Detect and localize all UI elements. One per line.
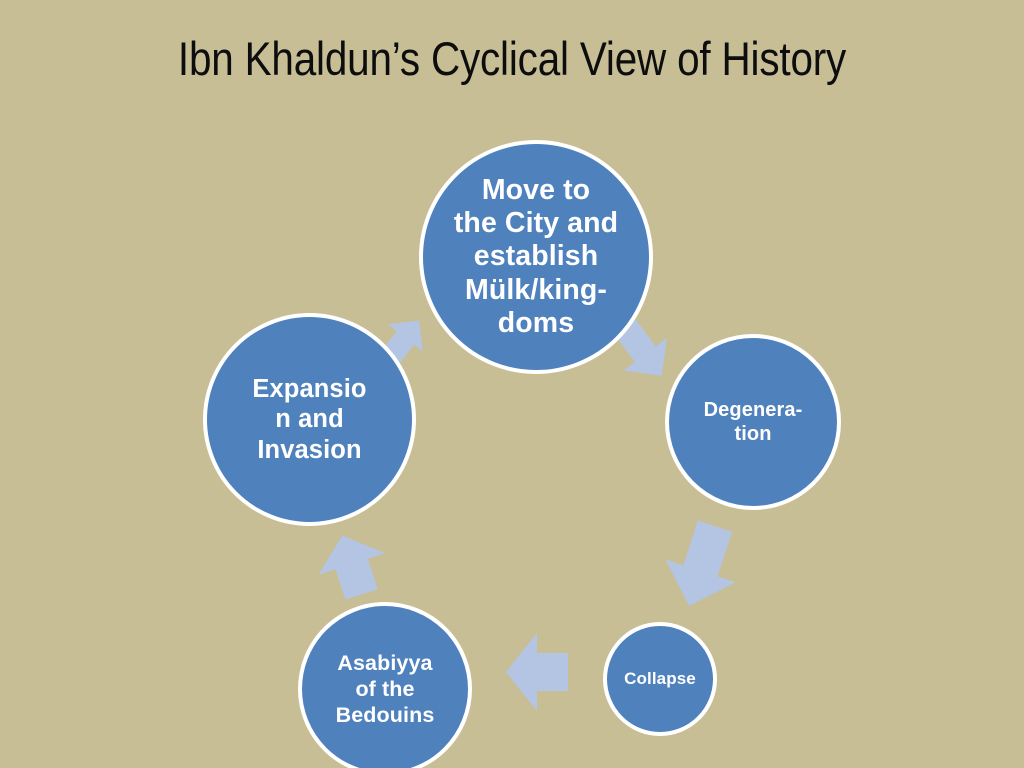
arrow-asabiyya-to-expansion-icon (309, 525, 395, 606)
cycle-node-degeneration-label: Degenera- tion (703, 399, 803, 445)
cycle-node-expansion-label: Expansio n and Invasion (252, 374, 367, 464)
cycle-node-asabiyya[interactable]: Asabiyya of the Bedouins (298, 602, 472, 768)
cycle-node-collapse-label: Collapse (624, 669, 696, 689)
cycle-node-expansion[interactable]: Expansio n and Invasion (203, 313, 416, 526)
cycle-node-collapse[interactable]: Collapse (603, 622, 717, 736)
page-title: Ibn Khaldun’s Cyclical View of History (177, 32, 847, 85)
arrow-degeneration-to-collapse-icon (654, 515, 750, 618)
cycle-node-asabiyya-label: Asabiyya of the Bedouins (335, 650, 435, 728)
arrow-city-to-degeneration-icon (603, 310, 683, 392)
arrow-collapse-to-asabiyya-icon (506, 633, 568, 711)
cycle-node-degeneration[interactable]: Degenera- tion (665, 334, 841, 510)
cycle-node-city-label: Move to the City and establish Mülk/king… (453, 173, 619, 340)
cycle-node-city[interactable]: Move to the City and establish Mülk/king… (419, 140, 653, 374)
